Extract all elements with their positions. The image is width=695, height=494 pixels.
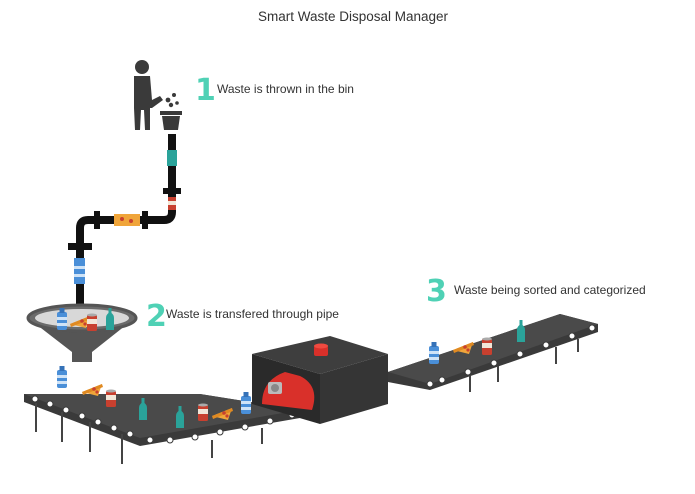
sorting-machine-icon <box>252 336 388 424</box>
diagram-title: Smart Waste Disposal Manager <box>258 9 449 24</box>
conveyor-belt-right <box>388 314 598 392</box>
step-2-text: Waste is transfered through pipe <box>166 307 339 321</box>
step-1-number: 1 <box>195 73 216 108</box>
person-throwing-trash-icon <box>134 60 163 130</box>
conveyor-belt-left <box>24 366 300 464</box>
step-3-number: 3 <box>426 274 447 309</box>
step-2-number: 2 <box>146 299 167 334</box>
step-3-text: Waste being sorted and categorized <box>454 283 646 297</box>
waste-pipe <box>68 134 181 308</box>
funnel-icon <box>26 303 138 362</box>
trash-bin-icon <box>160 93 182 130</box>
step-1-text: Waste is thrown in the bin <box>217 82 354 96</box>
